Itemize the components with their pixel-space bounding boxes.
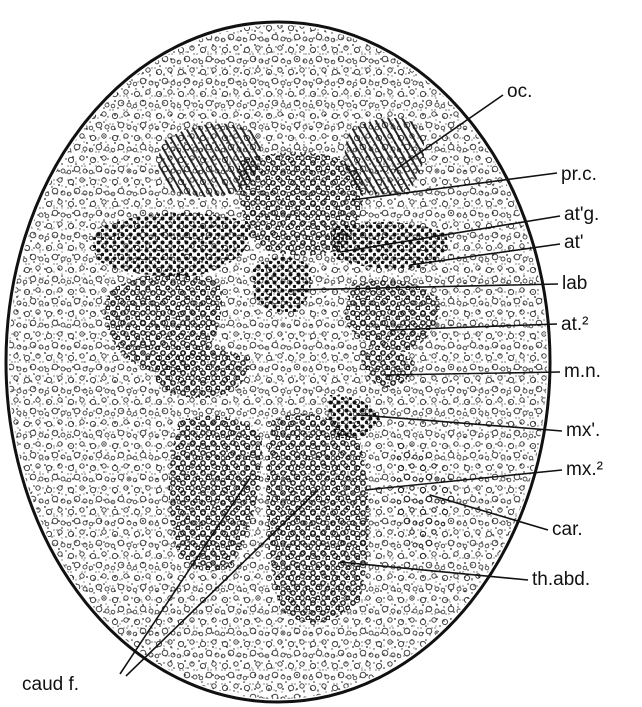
label-thabd: th.abd. (532, 569, 590, 590)
label-at2: at.² (561, 314, 588, 335)
label-oc: oc. (507, 81, 532, 102)
label-mn: m.n. (564, 361, 601, 382)
label-car: car. (552, 519, 583, 540)
thoraco-abdomen (267, 413, 369, 623)
label-mx1: mx'. (566, 420, 600, 441)
label-at1g: at'g. (564, 204, 599, 225)
labrum (252, 257, 311, 313)
label-mx2: mx.² (566, 459, 603, 480)
label-at1: at' (564, 232, 583, 253)
label-caudf: caud f. (22, 674, 79, 695)
label-lab: lab (562, 273, 587, 294)
label-prc: pr.c. (561, 164, 597, 185)
